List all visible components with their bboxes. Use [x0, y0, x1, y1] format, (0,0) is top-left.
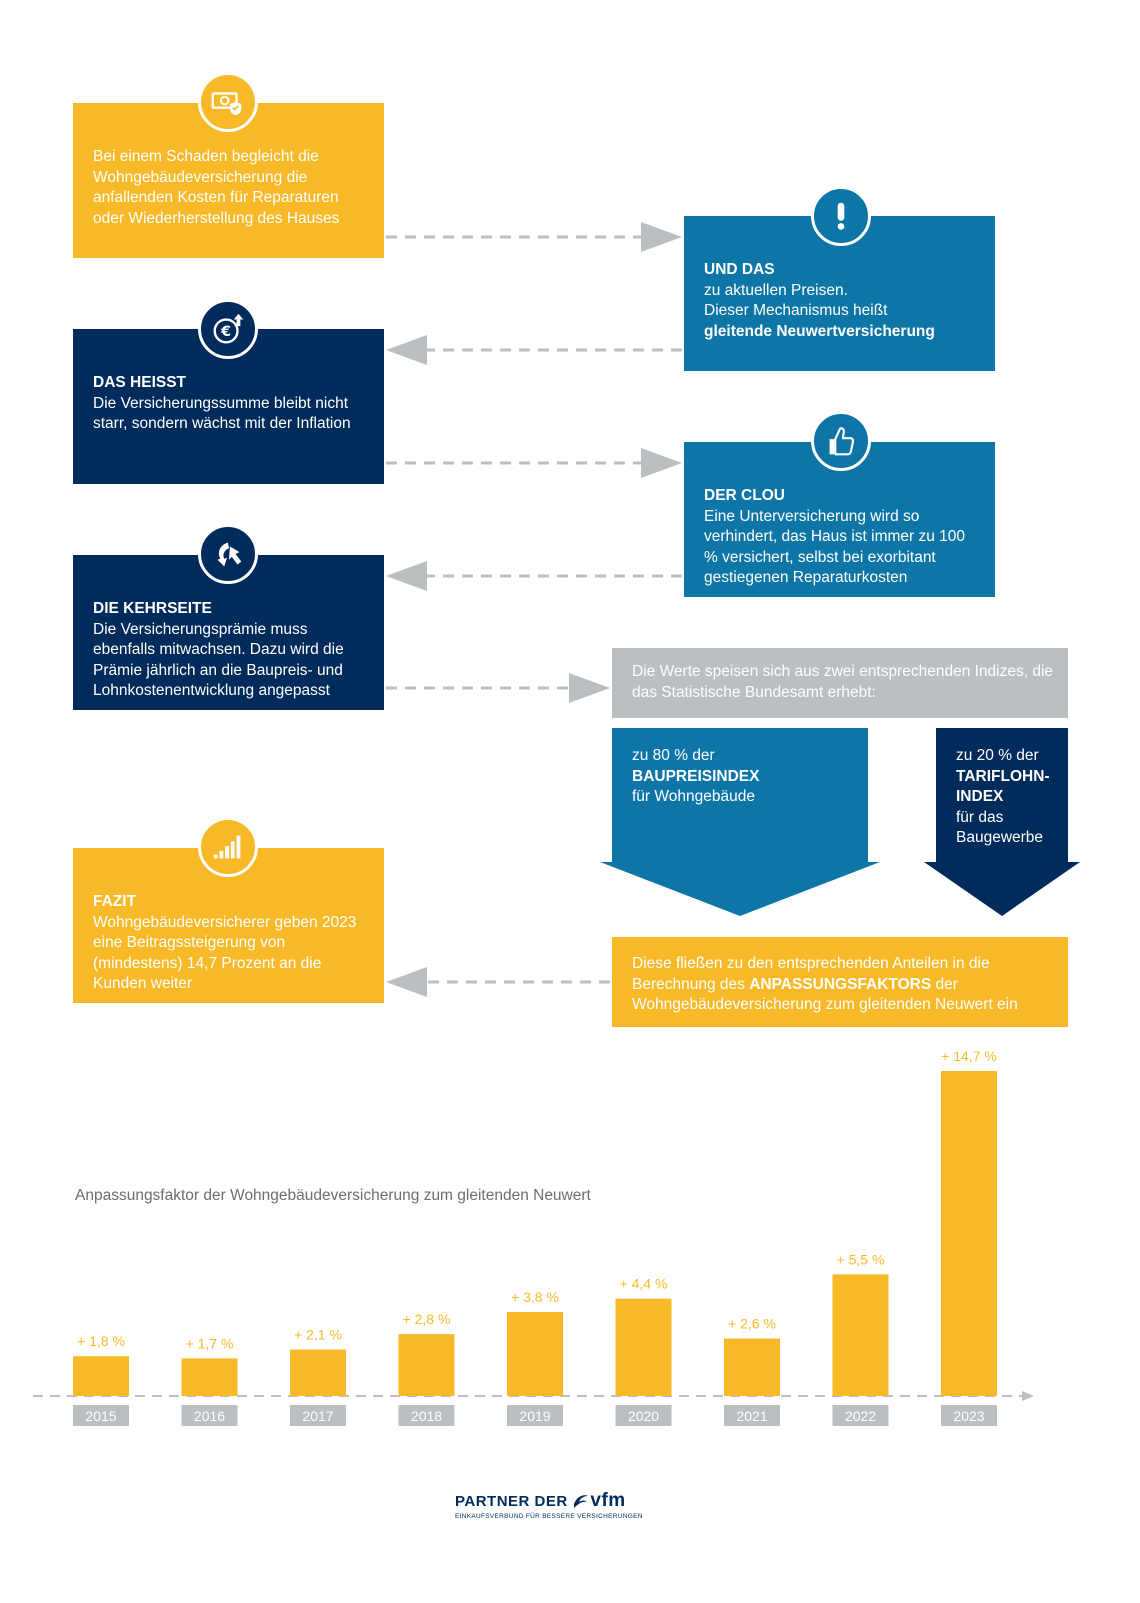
tick-label-2021: 2021	[736, 1408, 767, 1424]
tick-label-2017: 2017	[302, 1408, 333, 1424]
bar-chart: + 1,8 % 2015 + 1,7 % 2016 + 2,1 % 2017 + 2,8 %…	[33, 1048, 1034, 1426]
fazit-title: FAZIT	[93, 893, 137, 910]
und-das-title: UND DAS	[704, 261, 775, 278]
thumbs-up-icon	[811, 411, 871, 471]
fliessen-post: der Wohngebäudeversicherung zum gleitend…	[632, 975, 1018, 1014]
tick-label-2018: 2018	[411, 1408, 442, 1424]
baupreis-bold: BAUPREISINDEX	[632, 767, 760, 785]
fliessen-pre: Diese fließen zu den entsprechenden Ante…	[632, 955, 990, 993]
bar-2022	[832, 1274, 889, 1396]
fliessen-box: Diese fließen zu den entsprechenden Ante…	[612, 937, 1068, 1027]
data-label-2021: + 2,6 %	[728, 1316, 776, 1332]
data-label-2017: + 2,1 %	[294, 1327, 342, 1343]
bar-2015	[73, 1356, 129, 1396]
tick-label-2016: 2016	[194, 1408, 225, 1424]
werte-box: Die Werte speisen sich aus zwei entsprec…	[612, 648, 1068, 718]
bar-2023	[941, 1071, 997, 1396]
der-clou-box: DER CLOU Eine Unterversicherung wird so …	[684, 442, 995, 597]
tick-box-2015	[73, 1405, 129, 1426]
tick-label-2015: 2015	[85, 1408, 116, 1424]
data-label-2015: + 1,8 %	[77, 1333, 125, 1349]
tariflohn-bold2: INDEX	[956, 788, 1004, 805]
und-das-line2: Dieser Mechanismus heißt	[704, 302, 888, 319]
tick-box-2022	[832, 1405, 889, 1426]
bar-2016	[181, 1358, 238, 1396]
data-label-2020: + 4,4 %	[620, 1276, 668, 1292]
tick-label-2023: 2023	[953, 1408, 984, 1424]
exclamation-icon	[811, 186, 871, 246]
und-das-line1: zu aktuellen Preisen.	[704, 281, 848, 299]
schaden-text: Bei einem Schaden begleicht die Wohngebä…	[93, 148, 340, 227]
arrowhead-left-3	[386, 967, 427, 997]
tick-box-2019	[507, 1405, 563, 1426]
tick-box-2018	[398, 1405, 455, 1426]
x-axis-arrowhead	[1022, 1391, 1034, 1401]
tick-box-2016	[181, 1405, 238, 1426]
logo-brand-text: vfm	[590, 1490, 626, 1511]
arrowhead-left-1	[386, 335, 427, 365]
arrowhead-right-1	[641, 222, 682, 252]
tariflohn-box: zu 20 % der TARIFLOHN- INDEX für das Bau…	[936, 728, 1068, 853]
data-label-2019: + 3,8 %	[511, 1289, 559, 1305]
fazit-text: Wohngebäudeversicherer geben 2023 eine B…	[93, 913, 357, 993]
arrowhead-right-2	[641, 448, 682, 478]
euro-up-icon: €	[198, 299, 258, 359]
tick-label-2020: 2020	[628, 1408, 659, 1424]
baupreis-arrow-shape	[600, 728, 880, 916]
kehrseite-title: DIE KEHRSEITE	[93, 600, 212, 617]
svg-text:€: €	[220, 324, 231, 340]
das-heisst-title: DAS HEISST	[93, 374, 187, 391]
logo-partner-text: PARTNER DER	[455, 1493, 568, 1510]
money-shield-icon	[198, 72, 258, 132]
chart-title: Anpassungsfaktor der Wohngebäudeversiche…	[75, 1187, 591, 1204]
tariflohn-arrow-shape	[924, 728, 1080, 916]
baupreis-line2: für Wohngebäude	[632, 788, 755, 805]
tick-label-2019: 2019	[519, 1408, 550, 1424]
baupreis-line1: zu 80 % der	[632, 747, 715, 764]
der-clou-text: Eine Unterversicherung wird so verhinder…	[704, 507, 966, 587]
tariflohn-line2: für das	[956, 808, 1004, 826]
signal-bars-icon	[198, 817, 258, 877]
data-label-2023: + 14,7 %	[941, 1048, 997, 1064]
kehrseite-text: Die Versicherungsprämie muss ebenfalls m…	[93, 620, 344, 700]
data-label-2022: + 5,5 %	[837, 1251, 885, 1267]
bar-2019	[507, 1311, 563, 1396]
bar-2020	[615, 1298, 672, 1396]
fazit-box: FAZIT Wohngebäudeversicherer geben 2023 …	[73, 848, 384, 1003]
bar-2017	[290, 1349, 346, 1396]
data-label-2018: + 2,8 %	[403, 1311, 451, 1327]
vfm-logo: PARTNER DER vfm EINKAUFSVERBUND FÜR BESS…	[455, 1490, 695, 1530]
tariflohn-line1: zu 20 % der	[956, 747, 1039, 764]
bar-2021	[724, 1338, 780, 1396]
logo-tagline: EINKAUFSVERBUND FÜR BESSERE VERSICHERUNG…	[455, 1513, 643, 1520]
tariflohn-line3: Baugewerbe	[956, 829, 1044, 846]
connector-arrows	[386, 222, 682, 997]
baupreis-box: zu 80 % der BAUPREISINDEX für Wohngebäud…	[612, 728, 868, 848]
tick-box-2021	[724, 1405, 780, 1426]
und-das-bold: gleitende Neuwertversicherung	[704, 322, 935, 340]
arrowhead-left-2	[386, 561, 427, 591]
das-heisst-text: Die Versicherungssumme bleibt nicht star…	[93, 394, 351, 433]
tick-box-2023	[941, 1405, 997, 1426]
turn-arrow-icon	[198, 524, 258, 584]
bar-2018	[398, 1334, 455, 1396]
data-label-2016: + 1,7 %	[186, 1335, 234, 1351]
tick-box-2017	[290, 1405, 346, 1426]
vfm-swoosh-icon	[574, 1495, 589, 1508]
werte-text: Die Werte speisen sich aus zwei entsprec…	[632, 663, 1054, 701]
tick-label-2022: 2022	[845, 1408, 876, 1424]
arrowhead-right-3	[569, 673, 610, 703]
tariflohn-bold1: TARIFLOHN-	[956, 767, 1050, 785]
fliessen-bold: ANPASSUNGSFAKTORS	[749, 975, 932, 993]
tick-box-2020	[615, 1405, 672, 1426]
der-clou-title: DER CLOU	[704, 487, 785, 504]
